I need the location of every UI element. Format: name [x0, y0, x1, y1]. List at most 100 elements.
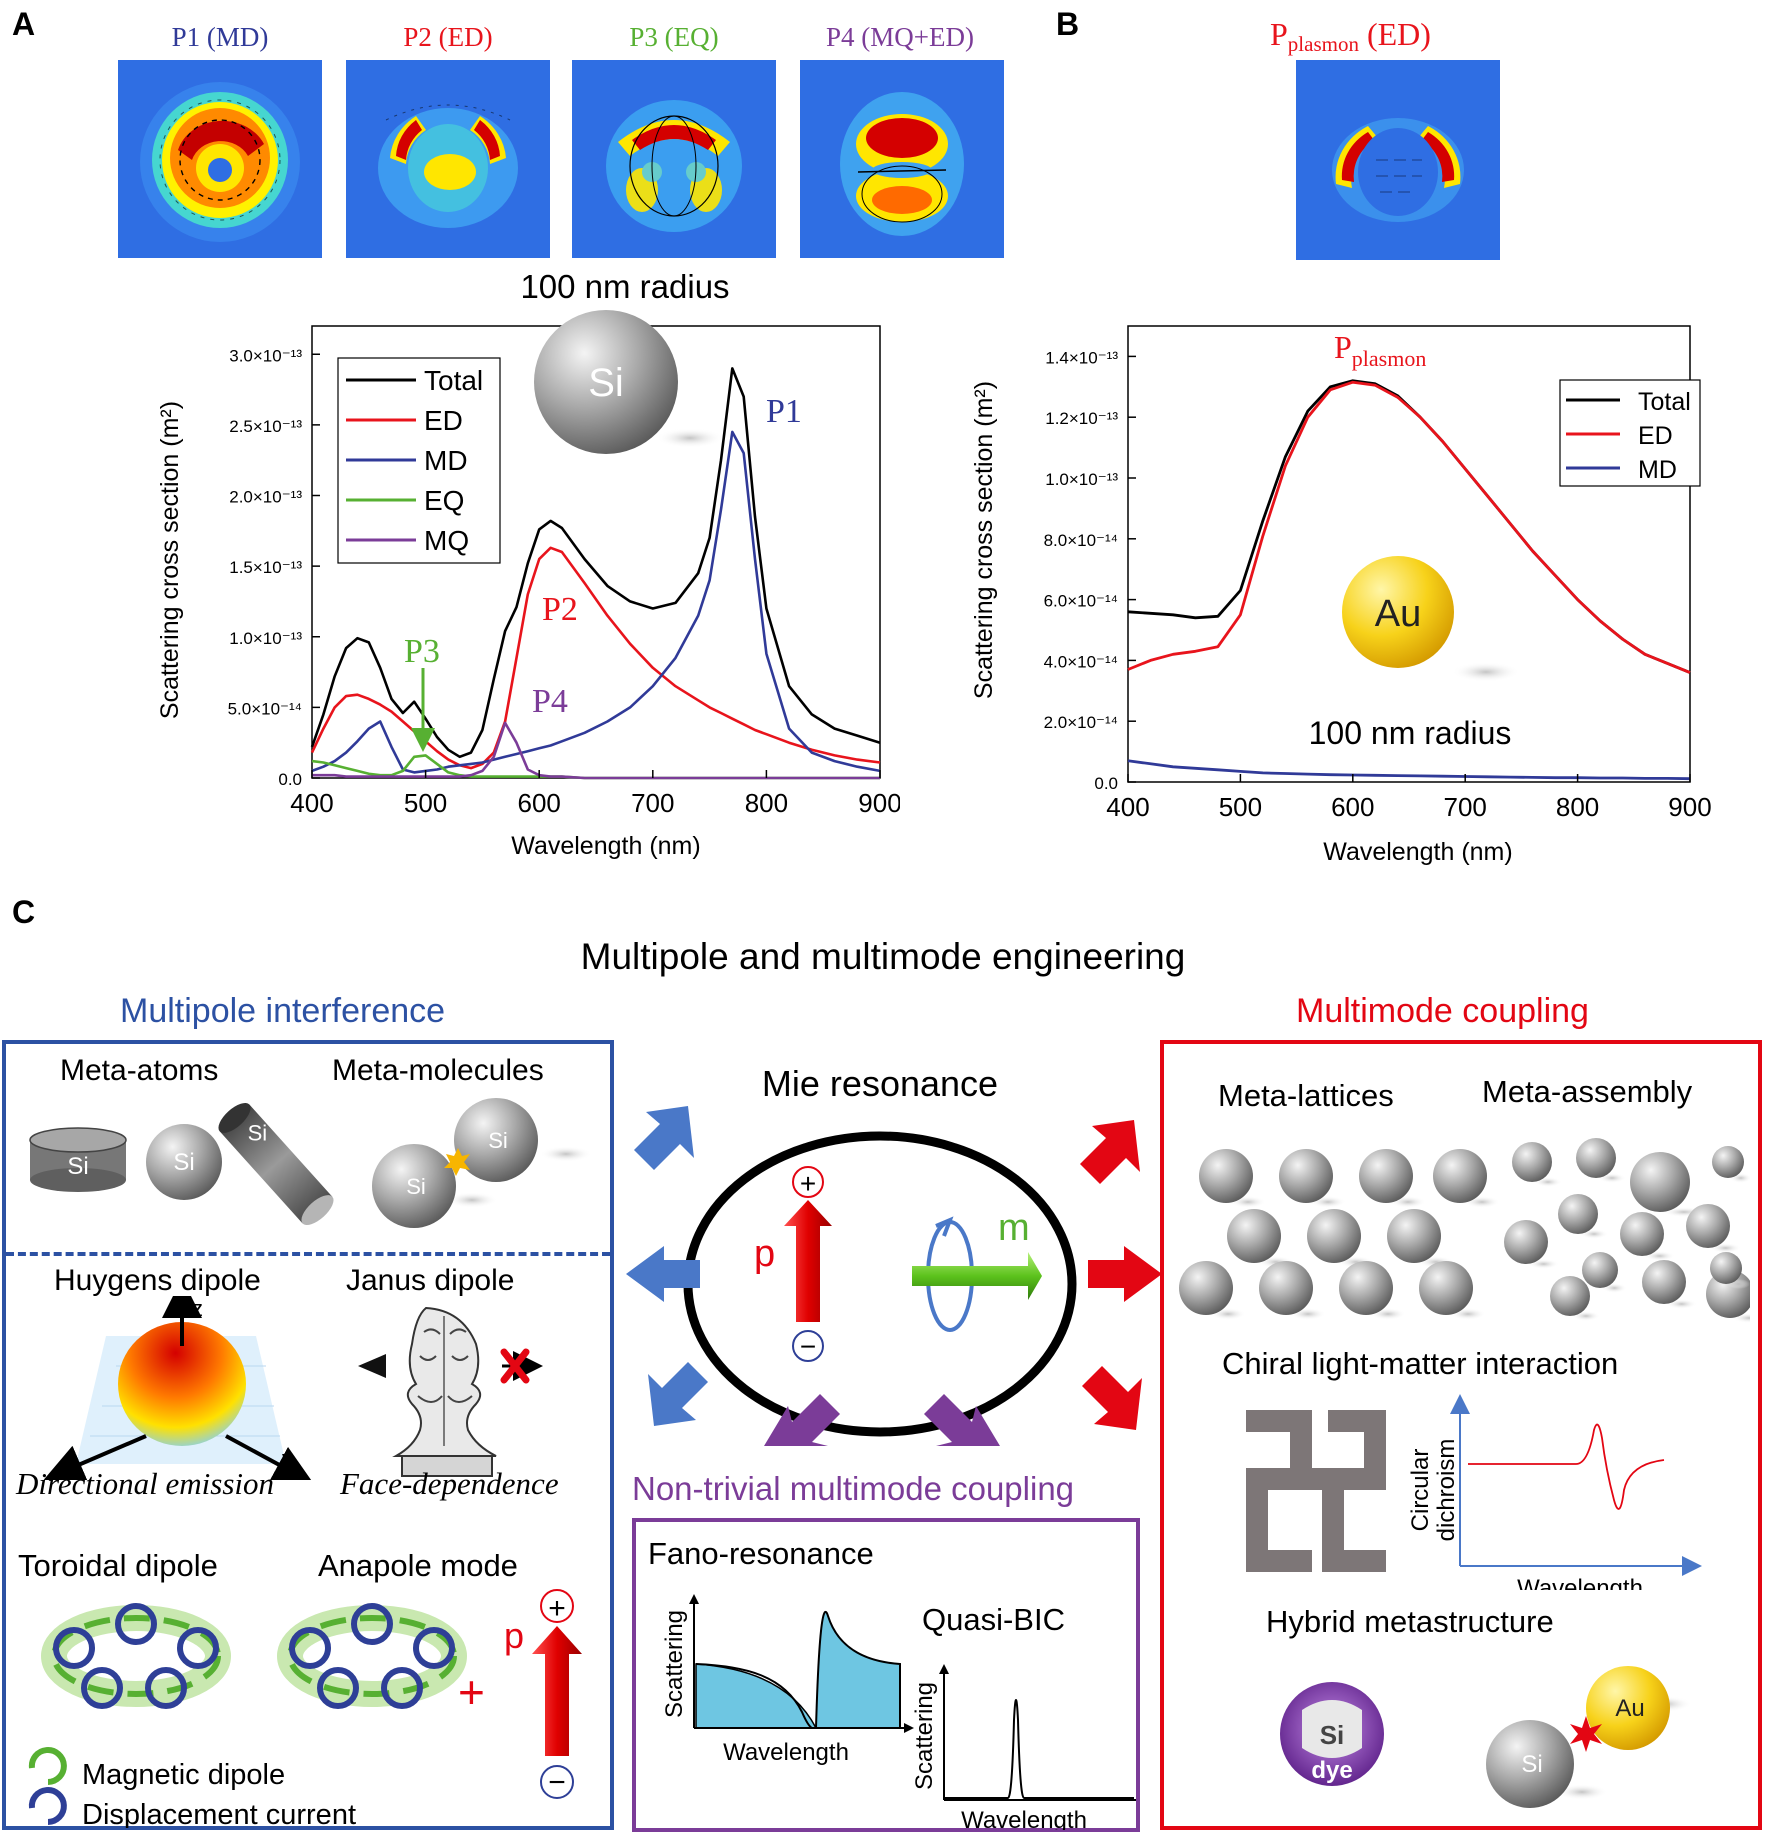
arrow-to-huygens	[626, 1246, 700, 1302]
anapole-torus	[277, 1603, 467, 1709]
arrow-to-fano-left	[764, 1394, 840, 1446]
fano-label: Fano-resonance	[648, 1536, 874, 1571]
axis-x-label: x	[62, 1454, 73, 1479]
legend-md-icon	[28, 1747, 67, 1785]
meta-atoms-label: Meta-atoms	[60, 1054, 219, 1087]
meta-molecules-label: Meta-molecules	[332, 1054, 544, 1087]
panel-b-map-label-main: P	[1270, 16, 1288, 52]
field-map-p2	[346, 60, 550, 258]
si-dimer-top-label: Si	[488, 1128, 508, 1153]
left-heading: Multipole interference	[120, 992, 446, 1030]
p-label: p	[754, 1233, 775, 1275]
fano-plot: Scattering Wavelength	[661, 1594, 914, 1766]
y-tick-label: 4.0×10⁻¹⁴	[1044, 652, 1118, 671]
plasmon-peak-label: Pplasmon	[1334, 329, 1426, 371]
assembly-sphere	[1504, 1220, 1548, 1264]
fano-xlabel: Wavelength	[723, 1739, 849, 1766]
lattice-sphere	[1307, 1209, 1361, 1263]
axis-z-label: z	[192, 1296, 203, 1321]
au-sphere-b	[1342, 556, 1454, 668]
arrow-to-hybrid	[1082, 1366, 1142, 1430]
cd-xlabel: Wavelength	[1517, 1575, 1643, 1590]
chart-a-legend: Total ED MD EQ MQ	[337, 357, 501, 564]
huygens-dipole: z x y	[43, 1296, 314, 1480]
x-tick-label: 600	[518, 788, 561, 818]
assembly-sphere	[1558, 1194, 1598, 1234]
field-map-plasmon	[1296, 60, 1500, 260]
panel-letter-c: C	[12, 894, 36, 930]
axis-y-label: y	[282, 1446, 293, 1471]
x-tick-label: 500	[404, 788, 447, 818]
series-line-mq	[312, 721, 880, 780]
m-dipole-arrow	[912, 1216, 1042, 1332]
bic-ylabel: Scattering	[911, 1682, 938, 1790]
hybrid-label: Hybrid metastructure	[1266, 1604, 1554, 1639]
si-dye-core-shell: Si dye	[1280, 1682, 1384, 1786]
series-line-md	[311, 430, 881, 774]
assembly-sphere	[1582, 1252, 1618, 1288]
toroidal-dipole	[41, 1603, 231, 1709]
anapole-plus-sign: +	[548, 1592, 566, 1625]
y-tick-label: 2.5×10⁻¹³	[229, 417, 302, 436]
y-tick-label: 1.4×10⁻¹³	[1045, 348, 1118, 367]
y-tick-label: 1.0×10⁻¹³	[229, 629, 302, 648]
bic-plot: Scattering Wavelength	[911, 1664, 1136, 1830]
left-box	[2, 1040, 614, 1830]
chart-b-xlabel: Wavelength (nm)	[1323, 838, 1512, 866]
panel-c-title: Multipole and multimode engineering	[580, 936, 1186, 977]
p-dipole-arrow: + −	[784, 1166, 832, 1362]
meta-lattices-illustration	[1179, 1138, 1750, 1323]
series-line-ed	[310, 546, 881, 770]
y-tick-label: 1.0×10⁻¹³	[1045, 470, 1118, 489]
si-dimer: Si Si	[372, 1098, 592, 1228]
arrow-to-fano-right	[924, 1394, 1000, 1446]
field-map-label-p4: P4 (MQ+ED)	[826, 22, 974, 52]
field-map-p4	[800, 60, 1004, 258]
x-tick-label: 400	[1106, 792, 1149, 822]
x-tick-label: 900	[1668, 792, 1711, 822]
meta-atoms-illustration: Si Si Si Si Si	[29, 1098, 592, 1228]
huygens-janus-illustration: z x y	[43, 1296, 543, 1480]
janus-bust	[358, 1306, 543, 1477]
chart-b-ylabel: Scattering cross section (m²)	[970, 381, 998, 699]
y-tick-label: 6.0×10⁻¹⁴	[1044, 592, 1118, 611]
si-au-dimer: Au Si	[1486, 1666, 1692, 1808]
assembly-sphere	[1576, 1138, 1616, 1178]
legend-md-text: Magnetic dipole	[82, 1759, 285, 1791]
si-disk: Si	[29, 1127, 127, 1192]
anapole-plus: +	[458, 1666, 485, 1718]
lattice-sphere	[1227, 1209, 1281, 1263]
center-heading: Non-trivial multimode coupling	[632, 1470, 1075, 1507]
x-tick-label: 800	[1556, 792, 1599, 822]
face-dependence-label: Face-dependence	[340, 1466, 559, 1501]
plasmon-peak-label-sub: plasmon	[1352, 346, 1427, 371]
cd-ylabel-1: Circular	[1407, 1449, 1434, 1532]
panel-letter-b: B	[1056, 6, 1080, 42]
y-tick-label: 0.0	[1094, 774, 1118, 793]
si-sphere-atom: Si	[146, 1124, 222, 1200]
toroidal-label: Toroidal dipole	[18, 1548, 218, 1583]
chiral-illustration: Circular dichroism Wavelength	[1246, 1394, 1702, 1590]
field-map-p1	[118, 60, 322, 258]
x-tick-label: 400	[290, 788, 333, 818]
x-tick-label: 800	[745, 788, 788, 818]
chiral-structure	[1246, 1410, 1386, 1572]
field-map-label-p3: P3 (EQ)	[629, 22, 719, 52]
legend-a-mq: MQ	[424, 525, 469, 556]
anapole-minus-sign: −	[548, 1766, 566, 1799]
anapole-p-label: p	[504, 1615, 524, 1656]
field-map-p3	[572, 60, 776, 258]
y-tick-label: 2.0×10⁻¹³	[229, 488, 302, 507]
legend-dc-text: Displacement current	[82, 1799, 356, 1828]
lattice-sphere	[1359, 1149, 1413, 1203]
assembly-sphere	[1620, 1212, 1664, 1256]
y-tick-label: 0.0	[278, 770, 302, 789]
panel-b-map-label: Pplasmon (ED)	[1270, 18, 1431, 55]
assembly-sphere	[1710, 1252, 1742, 1284]
panel-letter-a: A	[12, 6, 36, 42]
lattice-sphere	[1199, 1149, 1253, 1203]
panel-b-map-label-tail: (ED)	[1358, 16, 1431, 52]
left-box-divider	[6, 1252, 610, 1256]
plasmon-peak-label-main: P	[1334, 329, 1352, 365]
lattice-sphere	[1387, 1209, 1441, 1263]
